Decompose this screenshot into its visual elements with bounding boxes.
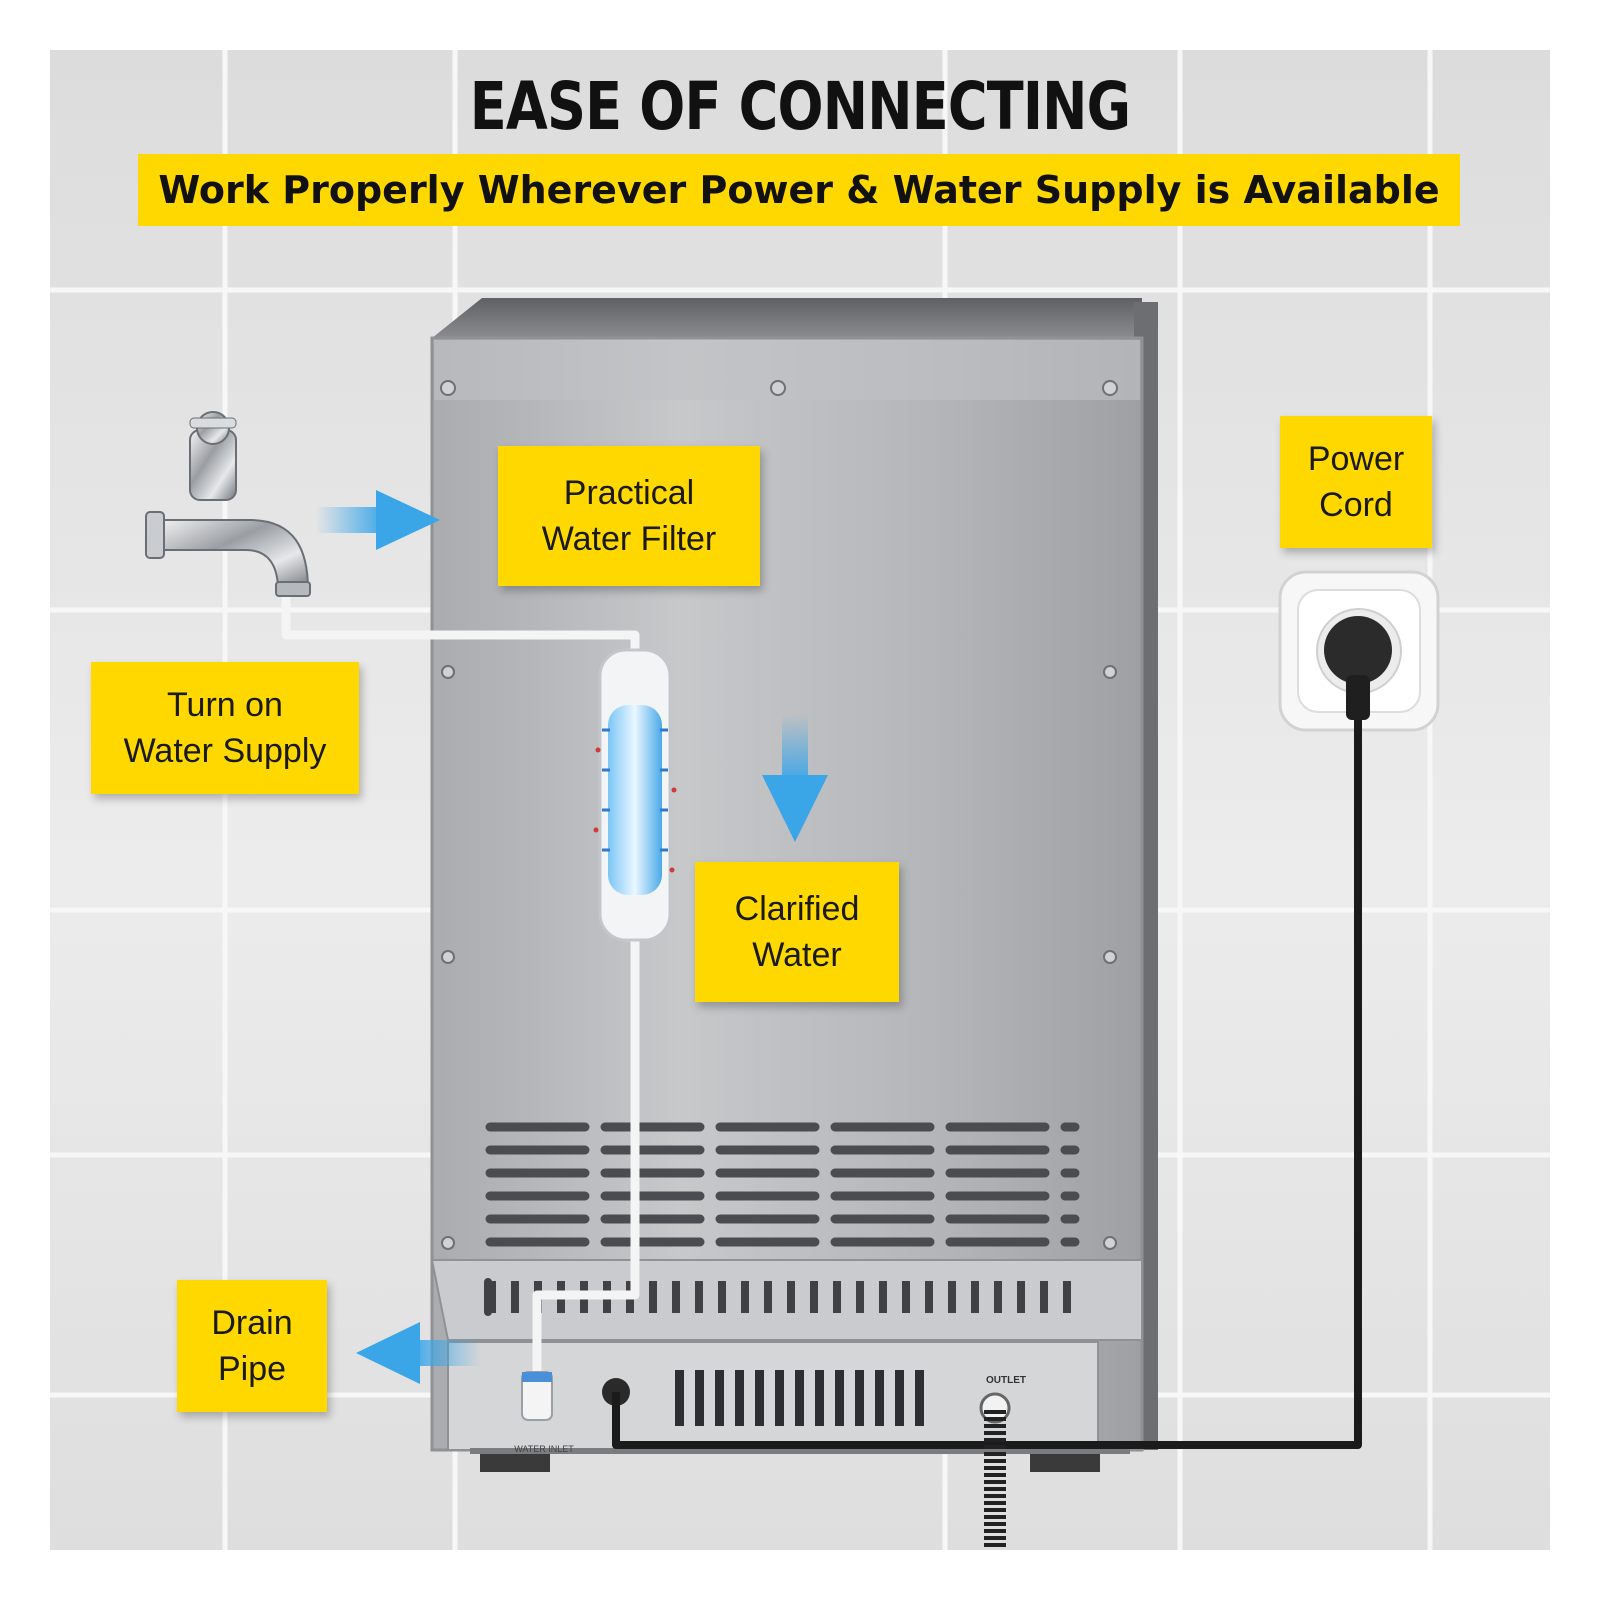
faucet-icon xyxy=(145,411,311,597)
arrow-right-icon xyxy=(316,490,440,550)
water-tubing xyxy=(281,580,640,1380)
subtitle-text: Work Properly Wherever Power & Water Sup… xyxy=(158,168,1440,212)
label-water-filter-text: Practical Water Filter xyxy=(541,474,717,558)
label-drain-pipe: Drain Pipe xyxy=(177,1280,327,1412)
subtitle-banner: Work Properly Wherever Power & Water Sup… xyxy=(138,154,1460,226)
label-clarified-water: Clarified Water xyxy=(695,862,899,1002)
label-clarified-water-text: Clarified Water xyxy=(734,890,860,974)
label-drain-pipe-text: Drain Pipe xyxy=(211,1304,293,1388)
outlet-panel-text: OUTLET xyxy=(986,1375,1026,1386)
ice-maker-scene: OUTLET WATER INLET xyxy=(50,50,1550,1550)
label-water-supply-text: Turn on Water Supply xyxy=(123,686,327,770)
ice-maker-back xyxy=(430,298,1158,1472)
arrow-down-icon xyxy=(762,715,828,842)
water-filter-icon xyxy=(593,648,677,942)
plug-icon xyxy=(1324,616,1392,720)
vent-grille xyxy=(485,1122,1080,1247)
label-power-cord: Power Cord xyxy=(1280,416,1432,548)
product-infographic: OUTLET WATER INLET xyxy=(50,50,1550,1550)
arrow-left-icon xyxy=(356,1322,480,1384)
label-power-cord-text: Power Cord xyxy=(1307,440,1405,524)
label-water-filter: Practical Water Filter xyxy=(498,446,760,586)
water-inlet-panel-text: WATER INLET xyxy=(514,1444,574,1454)
page-title: EASE OF CONNECTING xyxy=(469,68,1131,145)
label-water-supply: Turn on Water Supply xyxy=(91,662,359,794)
